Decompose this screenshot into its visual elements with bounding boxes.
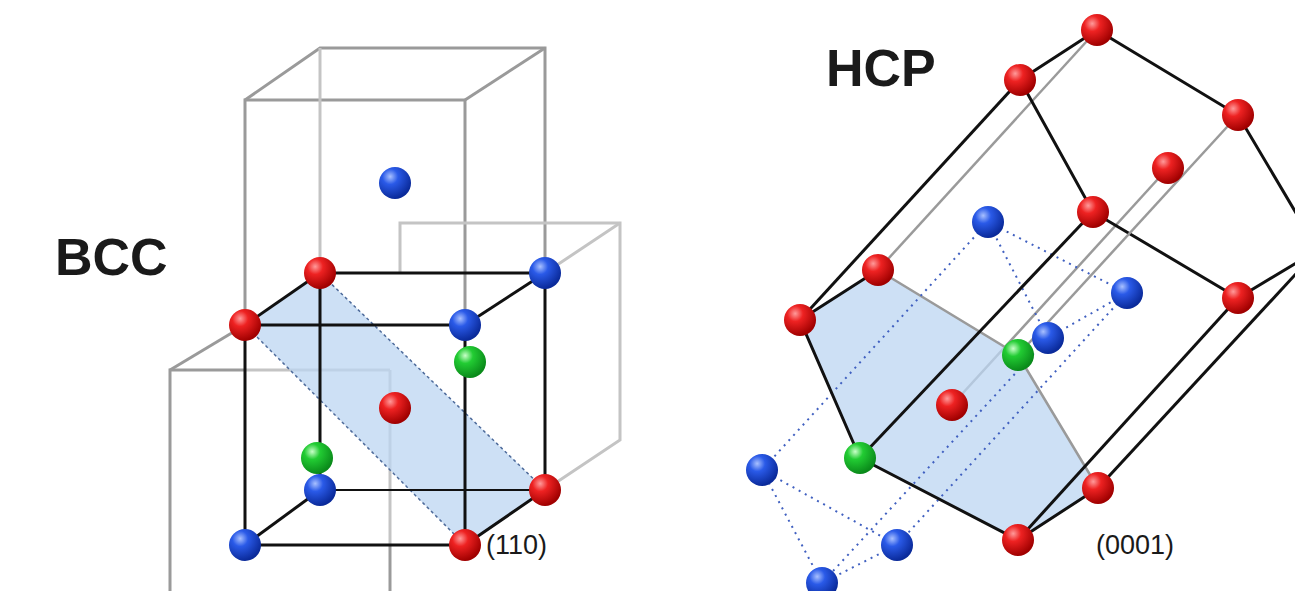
bcc-unit-cell: [245, 273, 545, 545]
structure-title: BCC: [55, 231, 168, 283]
plane-index: (110): [486, 532, 547, 559]
neighbour-cells: [170, 48, 620, 591]
middle-layer-lines: [762, 222, 1127, 583]
hcp-prism: [800, 30, 1295, 540]
plane-index: (0001): [1096, 532, 1174, 559]
bcc-atoms: [229, 167, 561, 561]
structure-title: HCP: [826, 42, 936, 94]
plane-110: [245, 273, 545, 545]
hcp-atoms: [746, 14, 1254, 591]
